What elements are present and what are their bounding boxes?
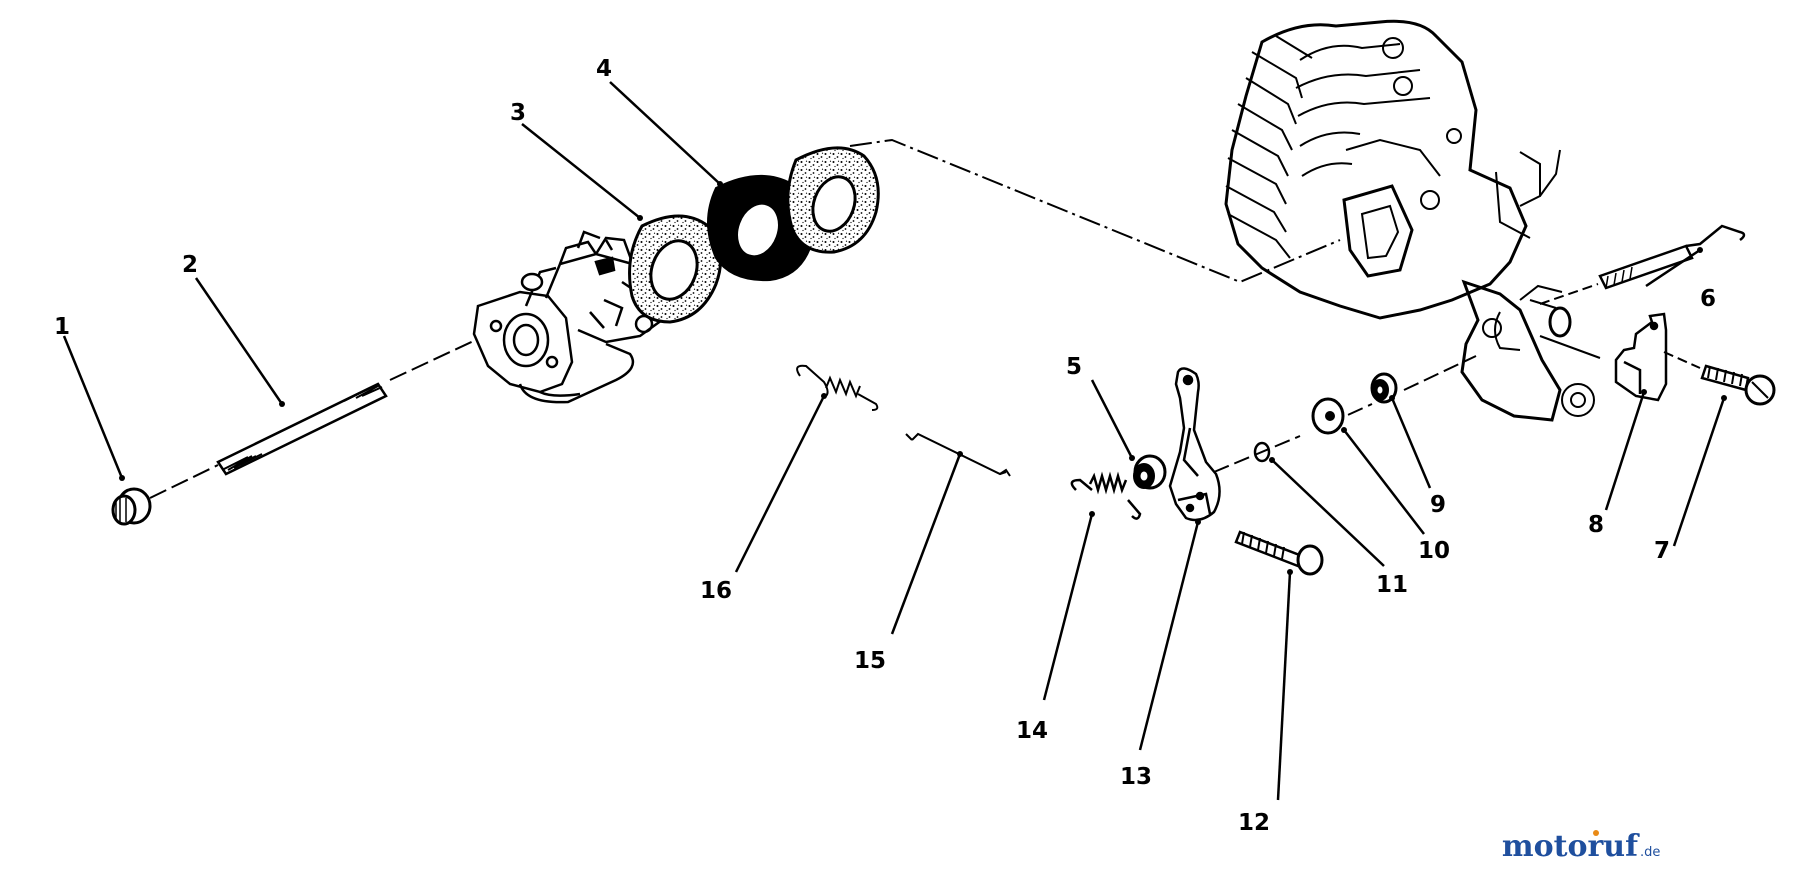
leader-lines	[62, 81, 1726, 801]
callout-8: 8	[1588, 512, 1604, 538]
callout-11: 11	[1376, 572, 1408, 598]
part-2-stud	[216, 382, 388, 476]
carburetor	[472, 230, 682, 404]
watermark-text: motoruf	[1502, 829, 1640, 864]
callout-15: 15	[854, 648, 886, 674]
part-1-nut	[111, 487, 152, 526]
part-7-screw	[1700, 364, 1776, 406]
part-4-gasket	[786, 146, 880, 254]
callout-4: 4	[596, 56, 612, 82]
callout-9: 9	[1430, 492, 1446, 518]
callout-13: 13	[1120, 764, 1152, 790]
part-10-washer	[1311, 397, 1345, 435]
assembly-line-governor	[1213, 435, 1301, 473]
part-12-screw	[1234, 530, 1324, 576]
part-6-governor-rod	[1598, 224, 1746, 290]
part-14-spring	[1070, 471, 1142, 520]
callout-7: 7	[1654, 538, 1670, 564]
callout-2: 2	[182, 252, 198, 278]
callout-3: 3	[510, 100, 526, 126]
callout-14: 14	[1016, 718, 1048, 744]
part-9-bushing	[1370, 372, 1398, 404]
assembly-line-stud	[149, 464, 219, 499]
part-3-gasket	[628, 214, 722, 324]
callout-12: 12	[1238, 810, 1270, 836]
watermark-suffix: .de	[1640, 845, 1660, 860]
callout-5: 5	[1066, 354, 1082, 380]
callout-1: 1	[54, 314, 70, 340]
watermark-logo: motoruf .de	[1502, 829, 1661, 864]
part-16-spring	[796, 364, 879, 411]
callout-16: 16	[700, 578, 732, 604]
callout-10: 10	[1418, 538, 1450, 564]
assembly-line-carburetor	[849, 138, 1341, 284]
part-11-retaining-ring	[1253, 441, 1271, 463]
part-8-bracket	[1614, 312, 1668, 402]
engine-block	[1224, 19, 1601, 422]
part-13-governor-lever	[1168, 367, 1221, 522]
callout-6: 6	[1700, 286, 1716, 312]
part-5-bushing	[1133, 454, 1167, 490]
